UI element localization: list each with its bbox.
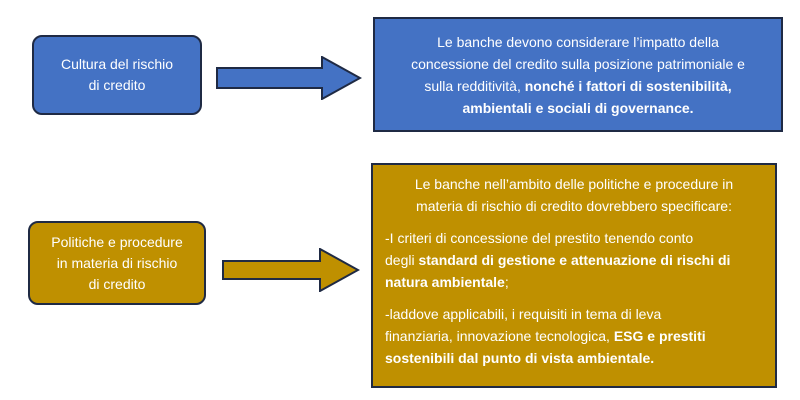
- politiche-intro-line-1: Le banche nell’ambito delle politiche e …: [414, 176, 734, 192]
- item1-line-2-bold: standard di gestione e attenuazione di r…: [418, 252, 731, 268]
- cultura-box-line-2: di credito: [88, 77, 146, 93]
- item1-line-3-plain: ;: [504, 274, 509, 290]
- politiche-box-line-2: in materia di rischio: [56, 254, 178, 271]
- item1-line-1: -I criteri di concessione del prestito t…: [385, 230, 694, 246]
- politiche-procedure-box: Politiche e procedure in materia di risc…: [28, 221, 206, 305]
- politiche-box-line-3: di credito: [88, 275, 146, 292]
- arrow-right-1: [216, 56, 362, 100]
- item2-line-2-bold: ESG e prestiti: [613, 328, 706, 344]
- item2-line-3-bold: sostenibili dal punto di vista ambiental…: [385, 350, 655, 366]
- cultura-description-panel: Le banche devono considerare l’impatto d…: [373, 17, 783, 132]
- item1-line-2-plain: degli: [385, 252, 419, 268]
- politiche-item-criteri: -I criteri di concessione del prestito t…: [385, 227, 763, 293]
- cultura-panel-line-1: Le banche devono considerare l’impatto d…: [437, 33, 719, 50]
- politiche-item-requisiti: -laddove applicabili, i requisiti in tem…: [385, 303, 763, 369]
- politiche-intro: Le banche nell’ambito delle politiche e …: [385, 173, 763, 217]
- item1-line-3-bold: natura ambientale: [385, 274, 505, 290]
- politiche-description-panel: Le banche nell’ambito delle politiche e …: [371, 163, 777, 388]
- arrow-right-2: [222, 248, 360, 292]
- cultura-panel-line-4-bold: ambientali e sociali di governance.: [462, 99, 694, 116]
- cultura-panel-line-3-bold: nonché i fattori di sostenibilità,: [524, 77, 732, 94]
- cultura-panel-line-3-plain: sulla redditività,: [424, 77, 525, 94]
- politiche-intro-line-2: materia di rischio di credito dovrebbero…: [416, 198, 732, 214]
- item2-line-2-plain: finanziaria, innovazione tecnologica,: [385, 328, 614, 344]
- cultura-box-line-1: Cultura del rischio: [60, 56, 174, 72]
- cultura-panel-line-2: concessione del credito sulla posizione …: [411, 55, 745, 72]
- item2-line-1: -laddove applicabili, i requisiti in tem…: [385, 306, 662, 322]
- politiche-box-line-1: Politiche e procedure: [51, 233, 183, 250]
- cultura-rischio-box: Cultura del rischio di credito: [32, 35, 202, 115]
